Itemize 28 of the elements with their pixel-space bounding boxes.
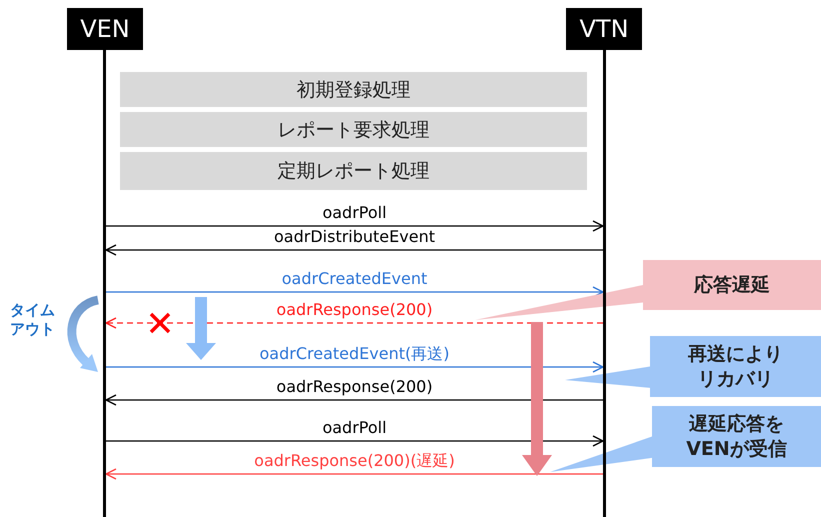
edge-label: oadrResponse(200)(遅延)	[254, 451, 455, 472]
process-band: レポート要求処理	[120, 112, 587, 147]
callout-box: 再送によりリカバリ	[650, 336, 821, 397]
callout-pointer	[475, 285, 643, 320]
process-band: 定期レポート処理	[120, 152, 587, 190]
message-arrow	[105, 317, 603, 329]
message-arrow	[105, 394, 603, 406]
edge-label: oadrPoll	[322, 418, 387, 437]
edge-label: oadrCreatedEvent	[282, 269, 428, 288]
message-arrow	[106, 220, 604, 232]
lifeline	[603, 50, 606, 517]
edge-label: oadrResponse(200)	[276, 300, 433, 319]
callout-box: 応答遅延	[643, 260, 821, 310]
message-arrow	[105, 244, 603, 256]
participant-header: VEN	[67, 8, 143, 50]
message-arrow	[106, 361, 604, 373]
edge-label: oadrCreatedEvent(再送)	[260, 344, 450, 365]
message-arrow	[106, 435, 604, 447]
callout-pointer	[565, 366, 650, 388]
edge-label: oadrResponse(200)	[276, 377, 433, 396]
lifeline	[103, 50, 106, 517]
callout-pointer	[550, 436, 652, 472]
process-band: 初期登録処理	[120, 72, 587, 107]
edge-label: oadrDistributeEvent	[274, 227, 435, 246]
participant-header: VTN	[566, 8, 642, 50]
timeout-label: タイムアウト	[10, 301, 56, 338]
message-arrow	[105, 468, 603, 480]
edge-label: oadrPoll	[322, 203, 387, 222]
